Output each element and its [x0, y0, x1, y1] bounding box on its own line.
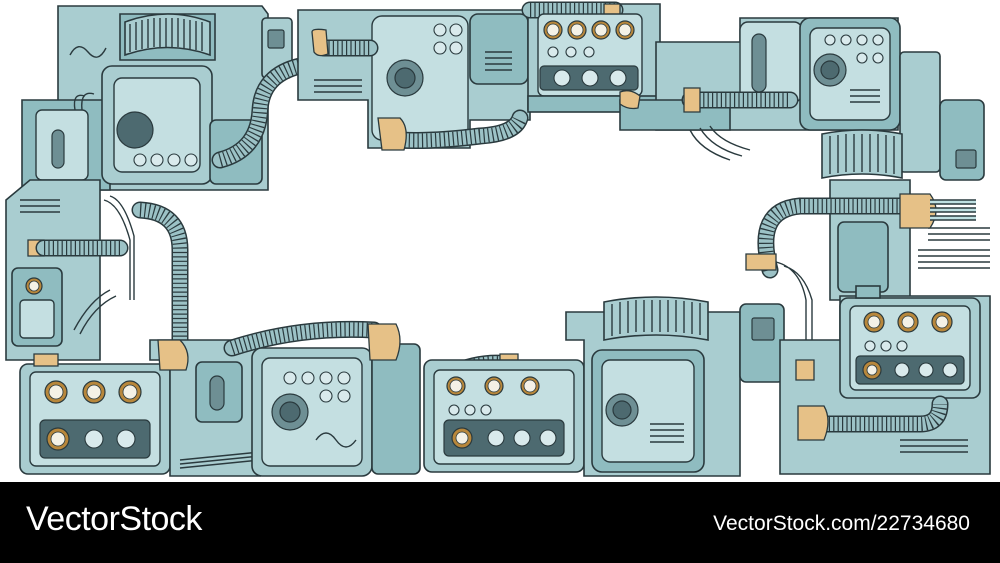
watermark-image-id: VectorStock.com/22734680 [713, 512, 970, 535]
top-right-cluster [619, 17, 985, 181]
watermark-bar [0, 482, 1000, 563]
bottom-left-center-cluster [149, 320, 421, 477]
top-center-cluster [297, 9, 531, 151]
top-left-cluster [21, 5, 293, 191]
watermark-brand: VectorStock [26, 500, 202, 538]
machinery-frame-illustration [5, 1, 991, 477]
gauge-panel-bottom-left [19, 353, 171, 475]
gauge-panel-bottom-right [779, 285, 991, 475]
gauge-panel-bottom-center [423, 353, 585, 473]
gauge-panel-top [521, 1, 661, 113]
right-column [745, 179, 990, 370]
left-column [5, 179, 189, 361]
hose-top-left [211, 57, 309, 169]
bottom-center-right-cluster [565, 296, 785, 477]
